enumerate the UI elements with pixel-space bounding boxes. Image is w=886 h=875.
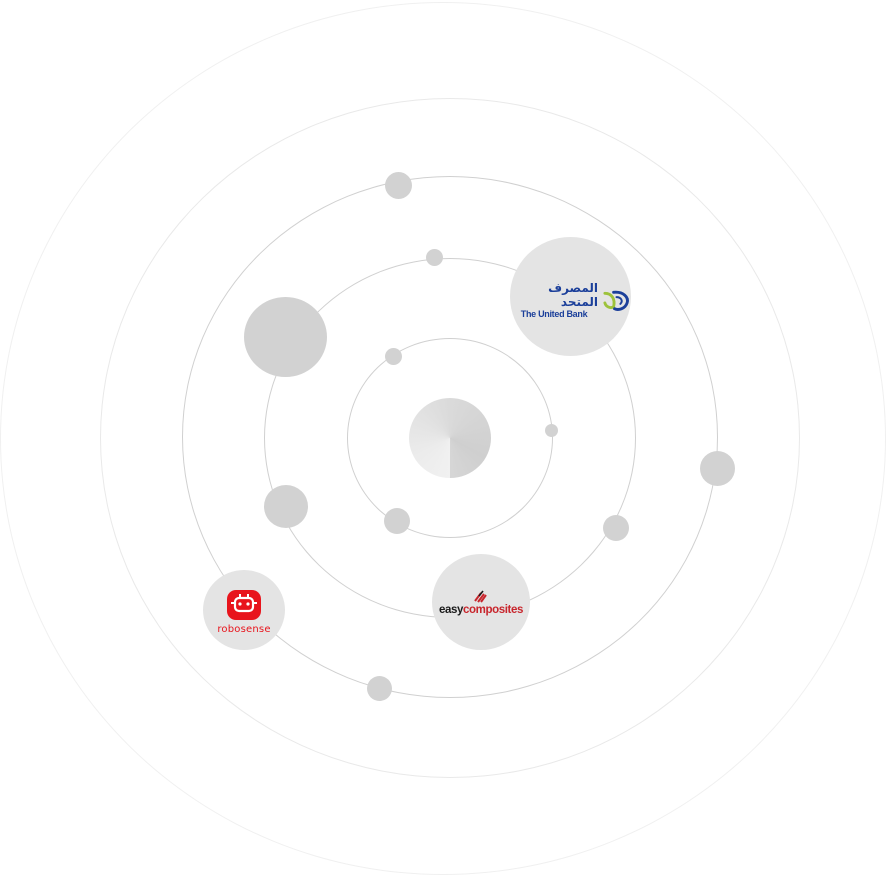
- planet-inner-right: [545, 424, 558, 437]
- logo-the-united-bank: المصرف المتحد The United Bank: [510, 237, 631, 356]
- planet-inner-bottom: [384, 508, 410, 534]
- robosense-wordmark: robosense: [217, 624, 271, 635]
- planet-middle-large-left: [244, 297, 327, 377]
- outer-ring-light: [100, 98, 800, 778]
- planet-middle-right: [603, 515, 629, 541]
- robosense-robot-icon: [227, 590, 261, 620]
- united-bank-english-name: The United Bank: [520, 309, 588, 319]
- logo-easy-composites: easycomposites: [432, 554, 530, 650]
- logo-robosense: robosense: [203, 570, 285, 650]
- planet-outer-bottom: [367, 676, 392, 701]
- planet-middle-top: [426, 249, 443, 266]
- easy-composites-wordmark: easycomposites: [439, 604, 523, 616]
- orbit-outer: [182, 176, 718, 698]
- center-hub: [409, 398, 491, 478]
- united-bank-arabic-name: المصرف المتحد: [548, 281, 599, 309]
- planet-outer-top: [385, 172, 412, 199]
- united-bank-mark: المصرف المتحد The United Bank: [510, 281, 631, 320]
- united-bank-emblem-icon: [603, 290, 629, 311]
- easy-composites-part1: easy: [439, 603, 464, 616]
- planet-middle-left: [264, 485, 308, 528]
- easy-composites-stripes-icon: [474, 590, 487, 603]
- planet-outer-right: [700, 451, 735, 486]
- easy-composites-part2: composites: [463, 603, 523, 616]
- orbit-inner: [347, 338, 553, 538]
- planet-inner-top: [385, 348, 402, 365]
